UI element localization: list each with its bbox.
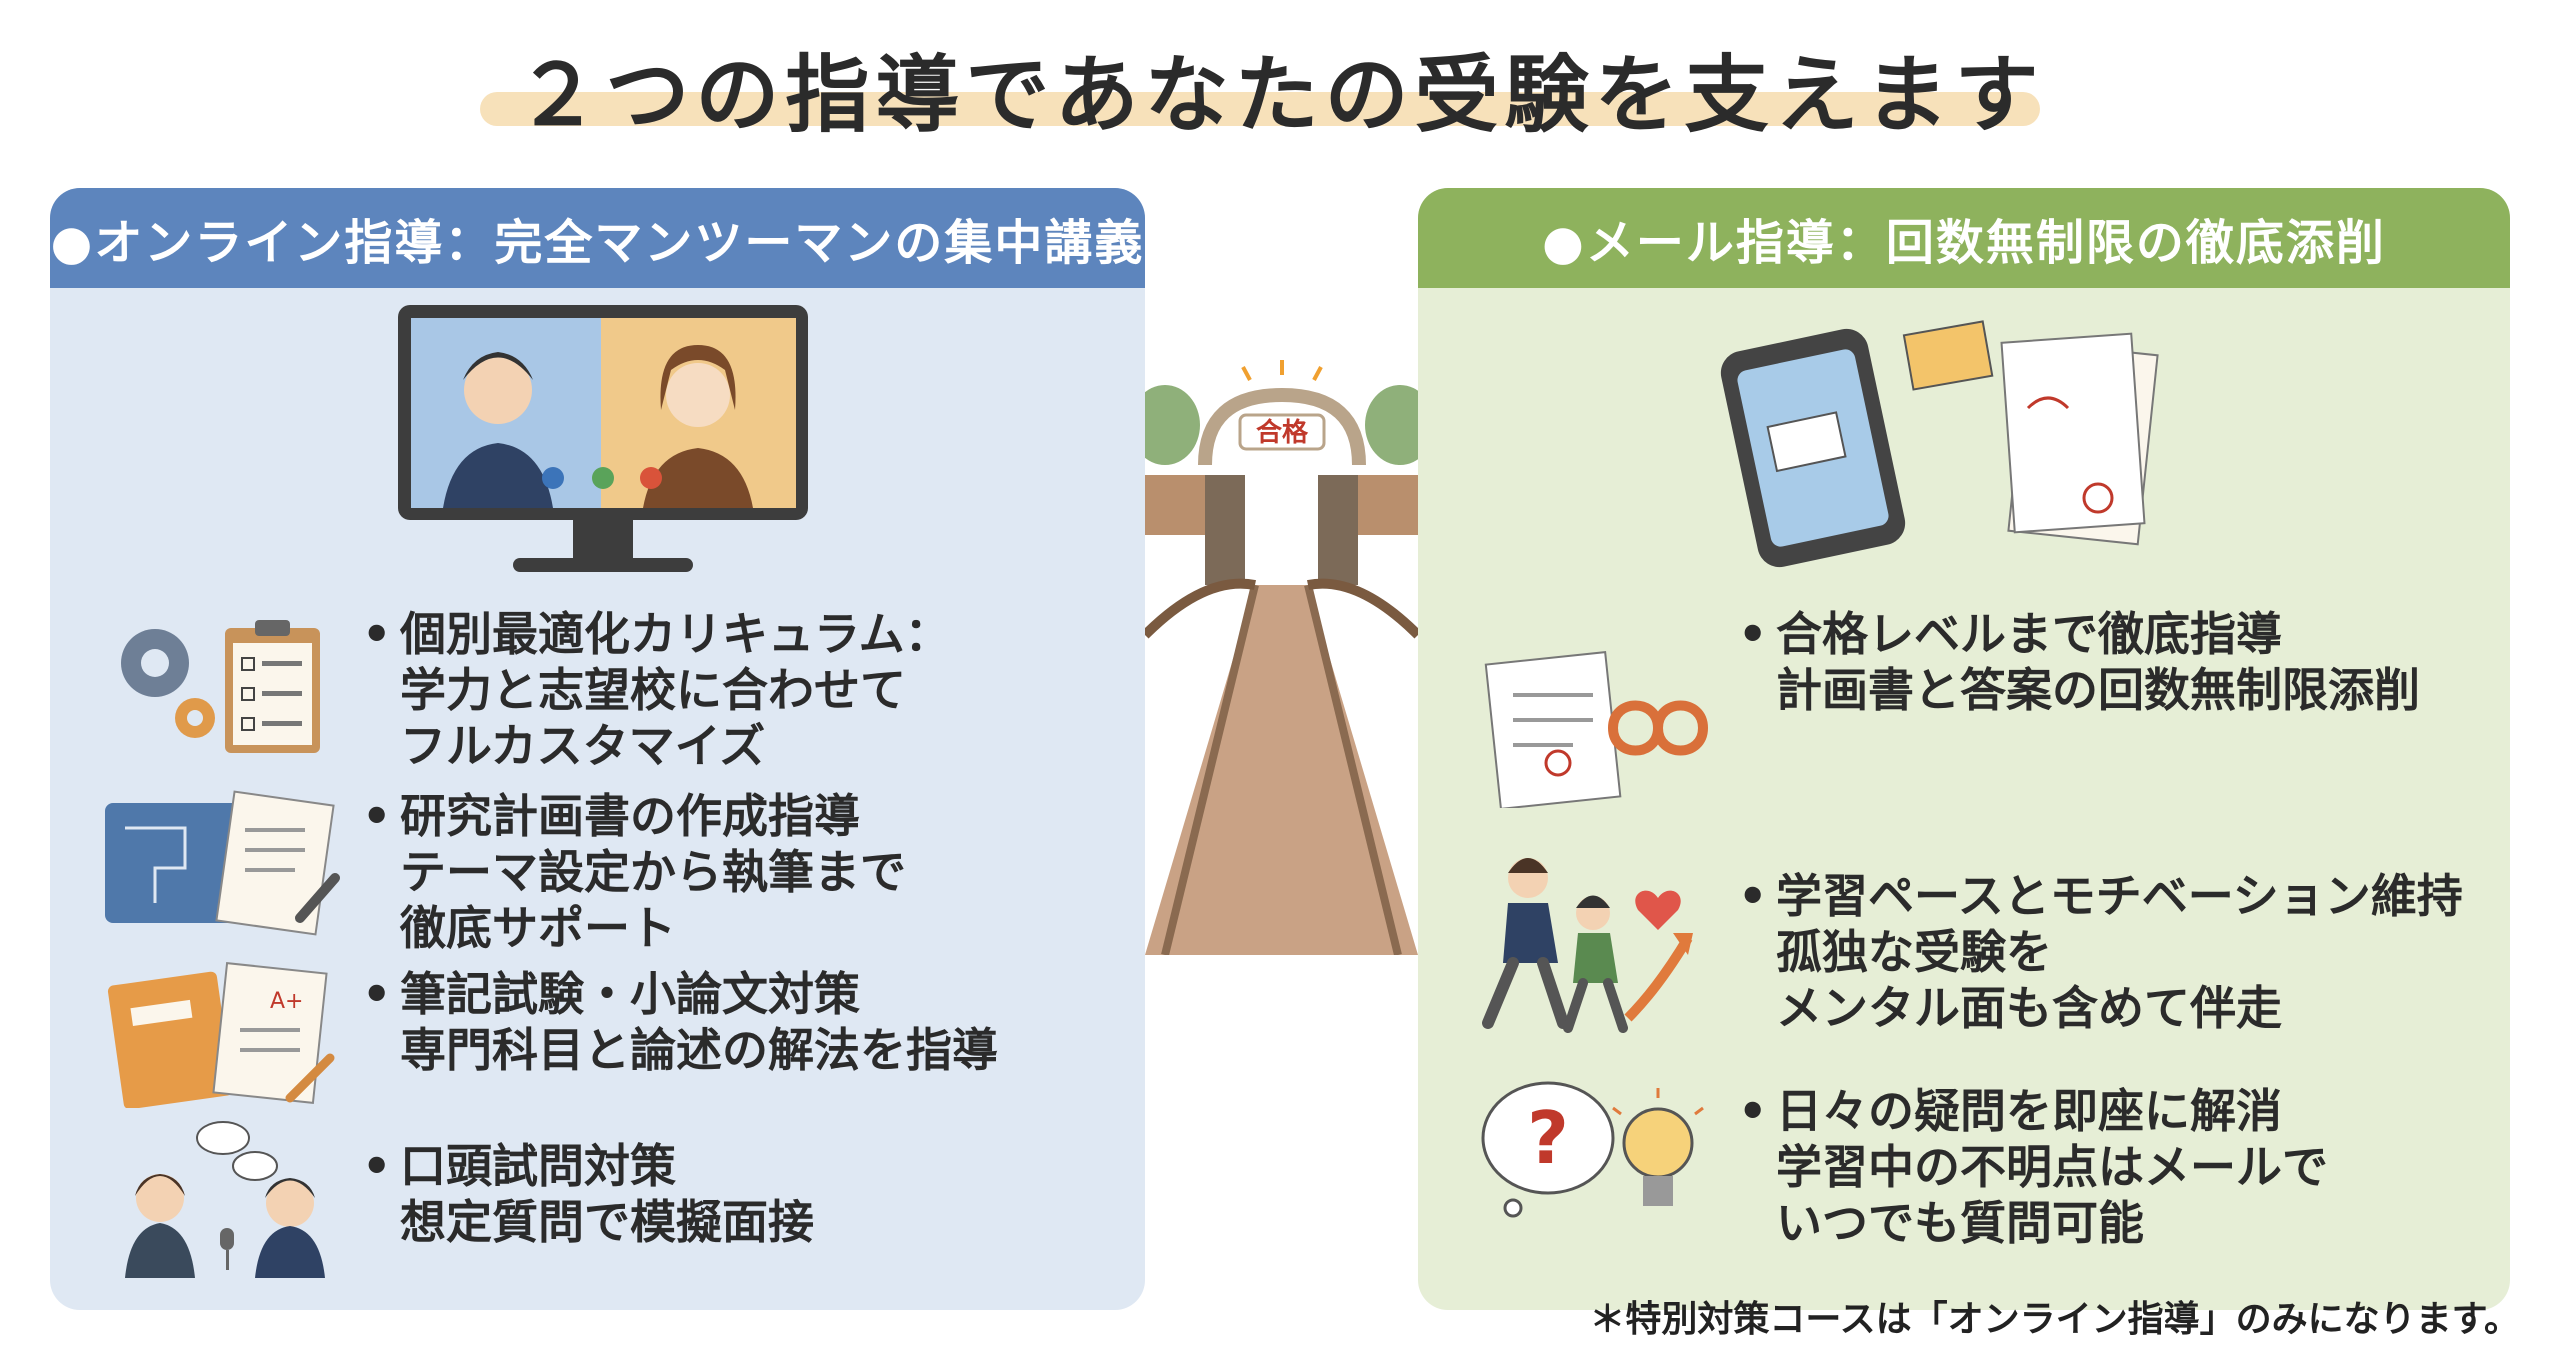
page-title: ２つの指導であなたの受験を支えます bbox=[515, 46, 2045, 144]
svg-text:?: ? bbox=[1527, 1096, 1569, 1180]
title-highlight bbox=[480, 92, 2040, 126]
infinity-document-icon bbox=[1484, 651, 1709, 808]
online-guidance-panel: ●オンライン指導：完全マンツーマンの集中講義 • 個別最適化カリキュラム： 学力… bbox=[50, 188, 1145, 1310]
video-call-monitor-icon bbox=[398, 305, 808, 572]
mail-panel-header: ●メール指導：回数無制限の徹底添削 bbox=[1418, 188, 2510, 288]
online-item-4: • 口頭試問対策 想定質問で模擬面接 bbox=[362, 1139, 814, 1249]
phone-mail-documents-icon bbox=[1720, 320, 2159, 568]
gate-bridge-illustration: 合格 bbox=[1145, 355, 1418, 955]
online-panel-header: ●オンライン指導：完全マンツーマンの集中講義 bbox=[50, 188, 1145, 288]
online-item-3: • 筆記試験・小論文対策 専門科目と論述の解法を指導 bbox=[362, 967, 998, 1077]
interview-icon bbox=[125, 1121, 325, 1278]
mail-item-3: • 日々の疑問を即座に解消 学習中の不明点はメールで いつでも質問可能 bbox=[1738, 1084, 2328, 1250]
running-people-icon bbox=[1482, 858, 1693, 1033]
notebook-test-icon: A+ bbox=[107, 962, 335, 1108]
footnote: ＊特別対策コースは「オンライン指導」のみになります。 bbox=[1589, 1299, 2520, 1340]
svg-text:A+: A+ bbox=[270, 989, 303, 1014]
gear-checklist-icon bbox=[121, 620, 320, 753]
mail-guidance-panel: ●メール指導：回数無制限の徹底添削 • 合格レベルまで徹底指導 計画書と答案の回… bbox=[1418, 188, 2510, 1310]
gate-sign-text: 合格 bbox=[1256, 417, 1309, 448]
online-item-2: • 研究計画書の作成指導 テーマ設定から執筆まで 徹底サポート bbox=[362, 789, 906, 955]
mail-item-2: • 学習ペースとモチベーション維持 孤独な受験を メンタル面も含めて伴走 bbox=[1738, 869, 2463, 1035]
mail-item-1: • 合格レベルまで徹底指導 計画書と答案の回数無制限添削 bbox=[1738, 607, 2420, 717]
blueprint-document-icon bbox=[105, 790, 340, 936]
online-item-1: • 個別最適化カリキュラム： 学力と志望校に合わせて フルカスタマイズ bbox=[362, 607, 951, 773]
question-lightbulb-icon: ? bbox=[1481, 1081, 1704, 1218]
